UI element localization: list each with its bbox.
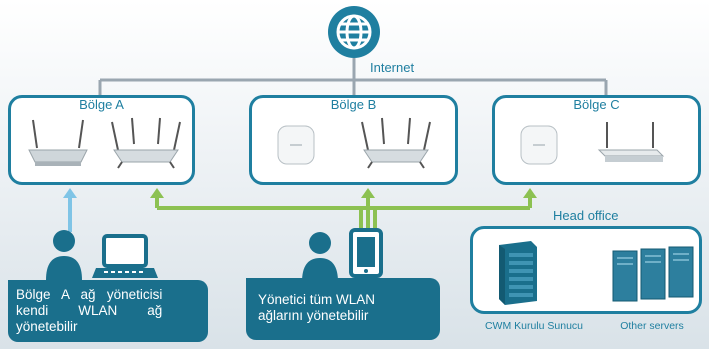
site-admin-callout: Bölge A ağ yöneticisi kendi WLAN ağ yöne…	[8, 280, 208, 342]
laptop-icon	[92, 232, 158, 282]
site-c-title: Bölge C	[573, 97, 620, 112]
other-servers-label: Other servers	[620, 320, 684, 332]
cwm-server-label: CWM Kurulu Sunucu	[484, 320, 584, 332]
site-admin-text-line1: Bölge A ağ yöneticisi	[16, 287, 163, 302]
internet-label: Internet	[370, 60, 415, 75]
site-a-title: Bölge A	[79, 97, 124, 112]
tablet-icon	[348, 228, 384, 278]
access-point-icon	[23, 118, 93, 170]
ceiling-access-point-icon	[519, 124, 559, 166]
site-admin-person-icon	[44, 230, 84, 280]
site-a-box: Bölge A	[8, 95, 195, 185]
head-office-box	[470, 226, 702, 314]
server-rack-icon	[493, 239, 541, 305]
ceiling-access-point-icon	[276, 124, 316, 166]
internet-globe-icon	[316, 4, 392, 60]
servers-icon	[611, 243, 695, 303]
site-b-title: Bölge B	[330, 97, 377, 112]
management-links	[155, 196, 532, 230]
site-admin-text-line2: kendi WLAN ağ	[16, 303, 163, 318]
router-icon	[595, 118, 665, 168]
site-b-box: Bölge B	[249, 95, 458, 185]
global-admin-text-line2: ağlarını yönetebilir	[258, 308, 369, 323]
global-admin-callout: Yönetici tüm WLAN ağlarını yönetebilir	[246, 278, 440, 340]
site-admin-text-line3: yönetebilir	[16, 319, 78, 334]
access-point-icon	[356, 116, 436, 172]
access-point-icon	[106, 116, 186, 172]
global-admin-text-line1: Yönetici tüm WLAN	[258, 292, 376, 307]
site-c-box: Bölge C	[492, 95, 701, 185]
global-admin-person-icon	[300, 232, 340, 282]
internet-links	[98, 58, 608, 97]
head-office-title: Head office	[553, 208, 619, 223]
